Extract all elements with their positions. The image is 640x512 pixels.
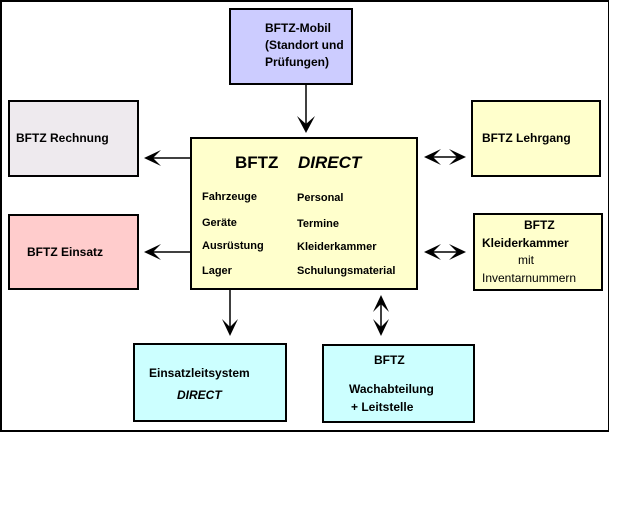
direct-item-schulungsmaterial: Schulungsmaterial <box>297 265 396 277</box>
kleiderkammer-line-4: Inventarnummern <box>482 271 577 285</box>
node-einsatzleitsystem: Einsatzleitsystem DIRECT <box>133 343 287 422</box>
node-bftz-lehrgang: BFTZ Lehrgang <box>471 100 601 177</box>
wachabteilung-line-2: Wachabteilung <box>349 382 434 396</box>
mobil-line-1: BFTZ-Mobil <box>265 21 331 35</box>
kleiderkammer-line-3: mit <box>518 253 534 267</box>
diagram-frame <box>0 0 609 432</box>
mobil-line-3: Prüfungen) <box>265 55 329 69</box>
mobil-line-2: (Standort und <box>265 38 344 52</box>
node-bftz-direct: BFTZ DIRECT Fahrzeuge Geräte Ausrüstung … <box>190 137 418 290</box>
direct-item-personal: Personal <box>297 192 344 204</box>
arrow-direct-lehrgang-bidirectional <box>424 149 466 165</box>
kleiderkammer-line-2: Kleiderkammer <box>482 236 569 250</box>
einsatzleitsystem-line-2: DIRECT <box>177 388 222 402</box>
einsatz-label: BFTZ Einsatz <box>27 245 104 259</box>
arrow-mobil-to-direct <box>297 85 315 133</box>
einsatzleitsystem-line-1: Einsatzleitsystem <box>149 366 250 380</box>
node-bftz-rechnung: BFTZ Rechnung <box>8 100 139 177</box>
direct-title-suffix: DIRECT <box>298 153 362 172</box>
node-bftz-wachabteilung: BFTZ Wachabteilung + Leitstelle <box>322 344 475 423</box>
direct-item-termine: Termine <box>297 218 339 230</box>
arrow-direct-wachabteilung-bidirectional <box>373 295 389 336</box>
arrow-direct-to-rechnung <box>144 150 190 166</box>
node-bftz-mobil: BFTZ-Mobil (Standort und Prüfungen) <box>229 8 353 85</box>
direct-title-prefix: BFTZ <box>235 153 279 172</box>
arrow-direct-to-einsatz <box>144 244 190 260</box>
wachabteilung-line-1: BFTZ <box>374 353 405 367</box>
kleiderkammer-line-1: BFTZ <box>524 218 555 232</box>
node-bftz-kleiderkammer: BFTZ Kleiderkammer mit Inventarnummern <box>473 213 603 291</box>
node-bftz-einsatz: BFTZ Einsatz <box>8 214 139 290</box>
lehrgang-label: BFTZ Lehrgang <box>482 131 571 145</box>
wachabteilung-line-3: + Leitstelle <box>351 400 414 414</box>
direct-item-ausruestung: Ausrüstung <box>202 240 264 252</box>
direct-item-geraete: Geräte <box>202 217 237 229</box>
direct-item-lager: Lager <box>202 265 232 277</box>
arrow-direct-to-einsatzleitsystem <box>222 290 238 336</box>
direct-item-kleiderkammer: Kleiderkammer <box>297 241 377 253</box>
direct-item-fahrzeuge: Fahrzeuge <box>202 191 258 203</box>
rechnung-label: BFTZ Rechnung <box>16 131 109 145</box>
arrow-direct-kleiderkammer-bidirectional <box>424 244 466 260</box>
